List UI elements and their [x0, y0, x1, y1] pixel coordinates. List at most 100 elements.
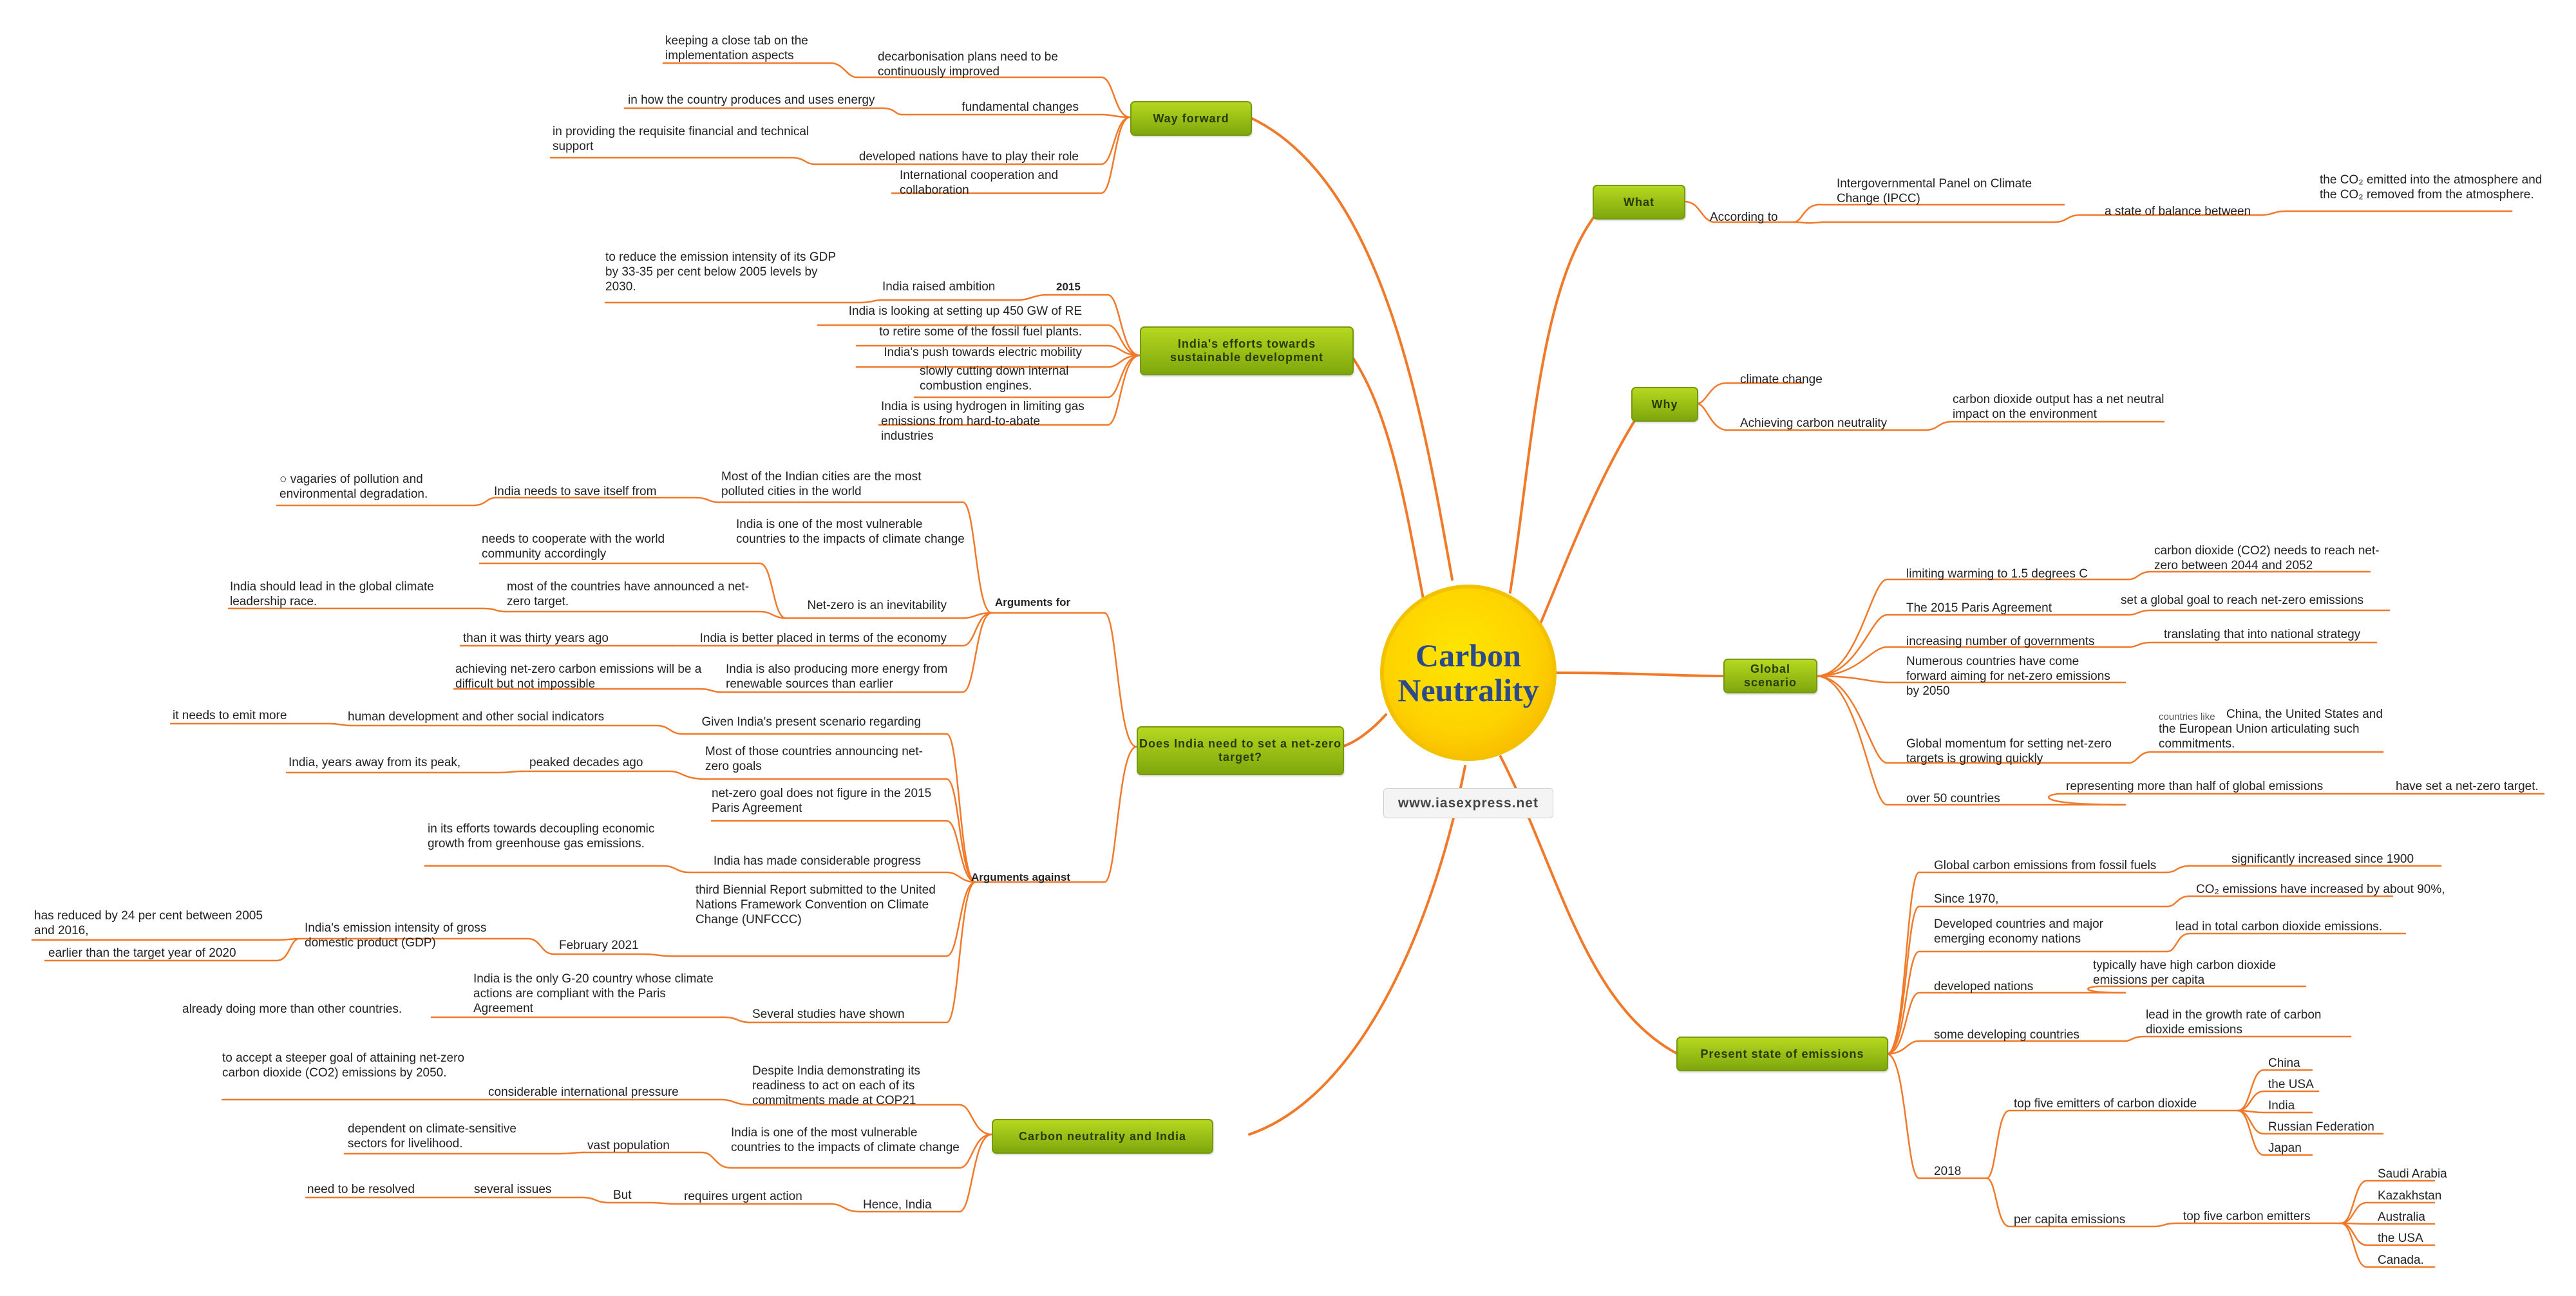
present-item: some developing countries	[1934, 1028, 2080, 1042]
per-capita-item: the USA	[2378, 1232, 2423, 1245]
present-detail: lead in the growth rate of carbon dioxid…	[2146, 1008, 2322, 1037]
india-efforts-item: India is using hydrogen in limiting gas …	[881, 400, 1084, 443]
per-capita-item: Australia	[2378, 1210, 2425, 1224]
cn-vulnerable: India is one of the most vulnerable coun…	[731, 1126, 960, 1154]
topic-way-forward[interactable]: Way forward	[1130, 101, 1252, 136]
cn-but: But	[613, 1188, 632, 1202]
arg-against-decoupling: in its efforts towards decoupling econom…	[428, 822, 655, 850]
arg-against-g20: India is the only G-20 country whose cli…	[473, 972, 714, 1015]
present-item: Developed countries and major emerging e…	[1934, 917, 2103, 946]
present-detail: significantly increased since 1900	[2231, 852, 2414, 866]
india-efforts-raised-detail: to reduce the emission intensity of its …	[605, 250, 836, 294]
top-five-item: the USA	[2268, 1078, 2314, 1091]
what-ipcc: Intergovernmental Panel on Climate Chang…	[1837, 177, 2032, 205]
global-detail: representing more than half of global em…	[2066, 780, 2324, 793]
india-efforts-item: India is looking at setting up 450 GW of…	[848, 305, 1082, 318]
arg-against-progress: India has made considerable progress	[713, 854, 921, 868]
arguments-for-label: Arguments for	[995, 596, 1071, 608]
arg-for-cooperate: needs to cooperate with the world commun…	[482, 532, 665, 561]
arg-for-thirty-years: than it was thirty years ago	[463, 632, 609, 645]
present-item: developed nations	[1934, 980, 2034, 993]
top-five-item: China	[2268, 1057, 2300, 1070]
cn-pressure: considerable international pressure	[488, 1085, 679, 1099]
india-efforts-item: India's push towards electric mobility	[884, 346, 1082, 359]
arg-against-reduced: has reduced by 24 per cent between 2005 …	[34, 909, 263, 937]
top-five-item: Russian Federation	[2268, 1120, 2374, 1134]
per-capita-label: per capita emissions	[2014, 1213, 2126, 1226]
per-capita-item: Canada.	[2378, 1254, 2424, 1267]
topic-carbon-neutrality-india[interactable]: Carbon neutrality and India	[992, 1119, 1213, 1154]
top-five-item: India	[2268, 1099, 2295, 1113]
edge-cn	[1248, 765, 1466, 1136]
per-capita-item: Saudi Arabia	[2378, 1167, 2447, 1181]
cn-population: vast population	[587, 1139, 670, 1152]
what-balance-detail: the CO₂ emitted into the atmosphere and …	[2320, 173, 2543, 202]
topic-india-efforts[interactable]: India's efforts towards sustainable deve…	[1140, 326, 1354, 375]
topic-what[interactable]: What	[1593, 185, 1685, 220]
arg-against-years-away: India, years away from its peak,	[289, 756, 461, 769]
global-item: Numerous countries have come forward aim…	[1906, 655, 2110, 698]
global-detail: have set a net-zero target.	[2396, 780, 2539, 793]
way-forward-item: decarbonisation plans need to be continu…	[878, 50, 1058, 79]
topic-present-state[interactable]: Present state of emissions	[1676, 1037, 1888, 1071]
cn-hence: Hence, India	[863, 1198, 932, 1212]
per-capita-item: Kazakhstan	[2378, 1189, 2442, 1203]
arg-for-vulnerable: India is one of the most vulnerable coun…	[736, 518, 965, 546]
arg-for-achieving: achieving net-zero carbon emissions will…	[455, 662, 702, 691]
way-forward-item: International cooperation and collaborat…	[900, 169, 1059, 197]
global-item: limiting warming to 1.5 degrees C	[1906, 567, 2088, 581]
per-capita-sub: top five carbon emitters	[2183, 1210, 2311, 1223]
global-detail: translating that into national strategy	[2164, 628, 2361, 641]
arguments-against-label: Arguments against	[971, 871, 1070, 883]
india-efforts-item: to retire some of the fossil fuel plants…	[879, 325, 1082, 339]
arg-against-emit: it needs to emit more	[173, 709, 287, 722]
cn-dependent: dependent on climate-sensitive sectors f…	[348, 1122, 516, 1150]
topic-net-zero-target[interactable]: Does India need to set a net-zero target…	[1137, 726, 1344, 775]
arg-against-studies: Several studies have shown	[752, 1008, 905, 1021]
india-efforts-item: slowly cutting down internal combustion …	[920, 364, 1069, 393]
way-forward-item: fundamental changes	[961, 100, 1079, 114]
central-topic[interactable]: Carbon Neutrality	[1380, 585, 1557, 761]
global-detail: set a global goal to reach net-zero emis…	[2121, 594, 2364, 607]
arg-against-peaked: peaked decades ago	[529, 756, 643, 769]
cn-resolved: need to be resolved	[307, 1183, 415, 1196]
arg-for-inevitability: Net-zero is an inevitability	[807, 599, 947, 612]
india-efforts-year: 2015	[1056, 281, 1081, 293]
present-item: Global carbon emissions from fossil fuel…	[1934, 859, 2157, 872]
cn-issues: several issues	[474, 1183, 552, 1196]
website-link[interactable]: www.iasexpress.net	[1383, 788, 1553, 818]
edge-why	[1535, 402, 1647, 635]
edge-way	[1248, 116, 1454, 581]
arg-against-most-those: Most of those countries announcing net-z…	[705, 745, 923, 773]
arg-for-announced: most of the countries have announced a n…	[507, 580, 750, 608]
edge-netzero	[1340, 713, 1387, 748]
why-climate-change: climate change	[1740, 373, 1823, 386]
global-item: Global momentum for setting net-zero tar…	[1906, 737, 2112, 765]
top-five-label: top five emitters of carbon dioxide	[2014, 1097, 2197, 1111]
global-item: The 2015 Paris Agreement	[1906, 601, 2052, 615]
global-detail: countries like	[2159, 711, 2215, 722]
global-item: over 50 countries	[1906, 792, 2000, 805]
present-detail: typically have high carbon dioxide emiss…	[2093, 959, 2277, 987]
arg-against-earlier: earlier than the target year of 2020	[48, 946, 236, 960]
present-item: Since 1970,	[1934, 892, 1999, 906]
global-detail: China, the United States and the Europea…	[2159, 708, 2383, 751]
way-forward-detail: in how the country produces and uses ene…	[628, 93, 875, 107]
arg-for-polluted: Most of the Indian cities are the most p…	[721, 470, 922, 498]
arg-for-save-detail: ○ vagaries of pollution and environmenta…	[279, 473, 428, 501]
arg-against-already: already doing more than other countries.	[182, 1002, 402, 1016]
cn-urgent: requires urgent action	[684, 1190, 802, 1203]
topic-why[interactable]: Why	[1631, 387, 1698, 422]
topic-global-scenario[interactable]: Global scenario	[1723, 659, 1817, 693]
arg-for-save: India needs to save itself from	[494, 485, 657, 498]
edge-what	[1509, 200, 1608, 594]
arg-for-producing: India is also producing more energy from…	[726, 662, 948, 691]
arg-against-feb: February 2021	[559, 939, 639, 952]
arg-against-hdi: human development and other social indic…	[348, 710, 605, 724]
central-topic-title: Carbon Neutrality	[1397, 637, 1539, 708]
why-achieving: Achieving carbon neutrality	[1740, 417, 1888, 430]
arg-against-not-figure: net-zero goal does not figure in the 201…	[712, 787, 932, 815]
edge-india	[1350, 354, 1425, 600]
